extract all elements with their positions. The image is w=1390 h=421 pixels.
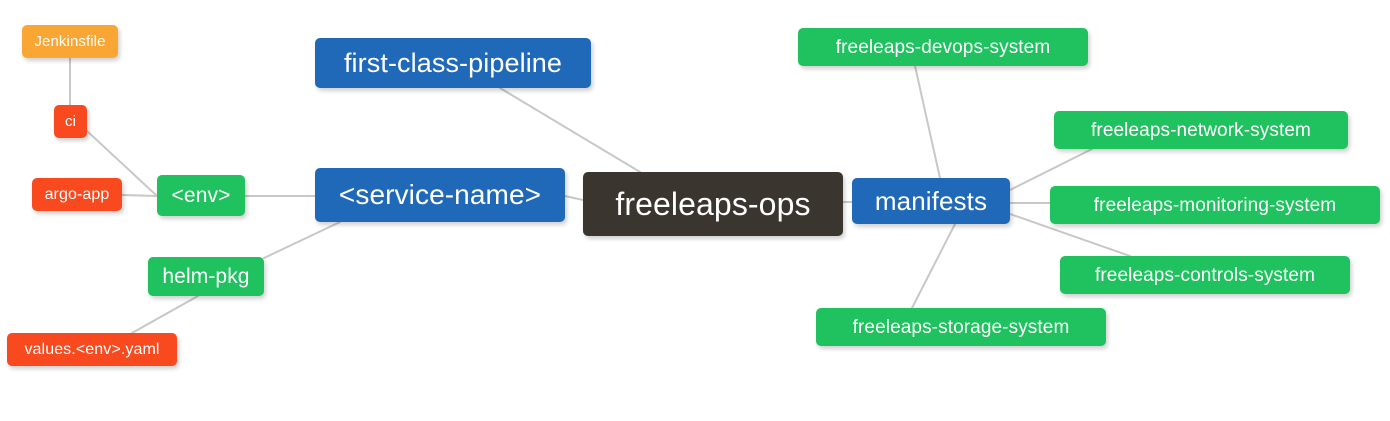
- edge-manifests-to-storage-system: [911, 223, 956, 309]
- node-first-class-pipeline[interactable]: first-class-pipeline: [315, 38, 591, 88]
- node-devops-system[interactable]: freeleaps-devops-system: [798, 28, 1088, 66]
- node-monitoring-system[interactable]: freeleaps-monitoring-system: [1050, 186, 1380, 224]
- edge-service-name-to-freeleaps-ops: [564, 195, 584, 201]
- node-values-yaml[interactable]: values.<env>.yaml: [7, 333, 177, 366]
- node-storage-system[interactable]: freeleaps-storage-system: [816, 308, 1106, 346]
- edge-service-name-to-helm-pkg: [263, 221, 341, 259]
- node-controls-system[interactable]: freeleaps-controls-system: [1060, 256, 1350, 294]
- node-env[interactable]: <env>: [157, 175, 245, 216]
- edge-argo-app-to-env: [121, 194, 158, 197]
- node-argo-app[interactable]: argo-app: [32, 178, 122, 211]
- node-manifests[interactable]: manifests: [852, 178, 1010, 224]
- node-service-name[interactable]: <service-name>: [315, 168, 565, 222]
- edge-manifests-to-network-system: [1009, 148, 1093, 191]
- node-helm-pkg[interactable]: helm-pkg: [148, 257, 264, 296]
- node-ci[interactable]: ci: [54, 105, 87, 138]
- edge-manifests-to-devops-system: [914, 65, 941, 179]
- node-network-system[interactable]: freeleaps-network-system: [1054, 111, 1348, 149]
- edge-helm-pkg-to-values-yaml: [131, 295, 199, 334]
- node-jenkinsfile[interactable]: Jenkinsfile: [22, 25, 118, 58]
- edge-first-class-pipeline-to-freeleaps-ops: [499, 87, 641, 173]
- node-freeleaps-ops[interactable]: freeleaps-ops: [583, 172, 843, 236]
